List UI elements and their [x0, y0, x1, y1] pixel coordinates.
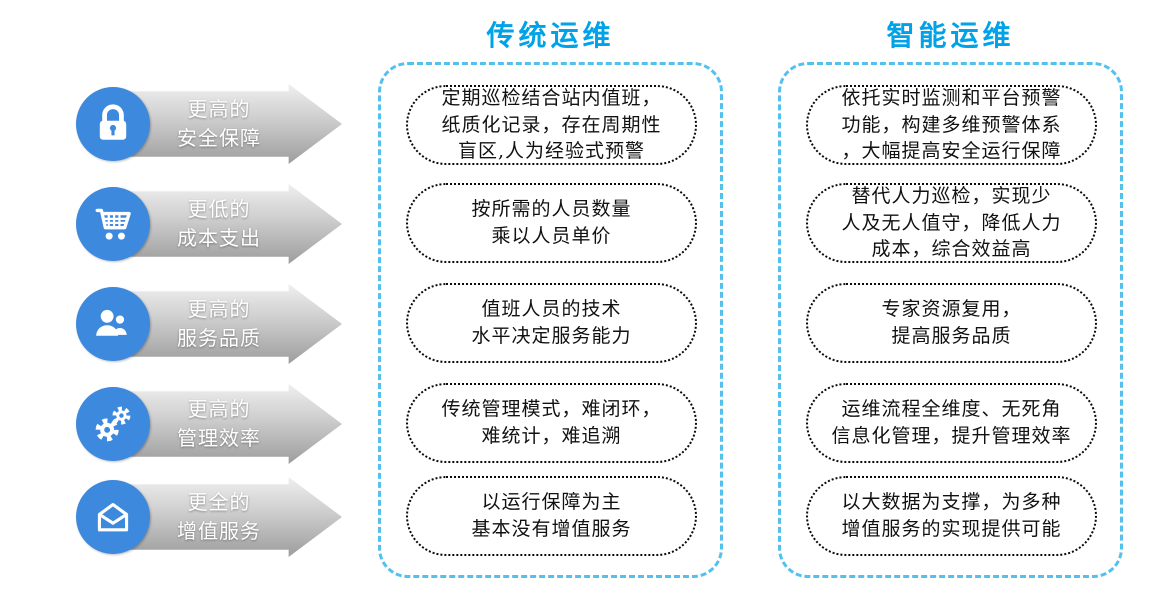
category-row-security: 更高的 安全保障 [76, 84, 342, 164]
smart-bubble-cost: 替代人力巡检，实现少 人及无人值守，降低人力 成本，综合效益高 [806, 183, 1097, 263]
category-row-value-added: 更全的 增值服务 [76, 477, 342, 557]
traditional-bubble-management: 传统管理模式，难闭环， 难统计，难追溯 [406, 383, 697, 463]
category-row-management: 更高的 管理效率 [76, 384, 342, 464]
traditional-bubble-service: 值班人员的技术 水平决定服务能力 [406, 283, 697, 363]
lock-icon [76, 87, 150, 161]
mail-icon [76, 480, 150, 554]
cart-icon [76, 187, 150, 261]
traditional-column-title: 传统运维 [486, 19, 615, 52]
smart-bubble-value-added: 以大数据为支撑，为多种 增值服务的实现提供可能 [806, 476, 1097, 556]
category-label: 更高的 管理效率 [177, 397, 261, 450]
smart-bubble-management: 运维流程全维度、无死角 信息化管理，提升管理效率 [806, 383, 1097, 463]
traditional-column-container: 定期巡检结合站内值班， 纸质化记录，存在周期性 盲区,人为经验式预警 按所需的人… [378, 62, 723, 578]
category-row-service: 更高的 服务品质 [76, 284, 342, 364]
gears-icon [76, 387, 150, 461]
category-label: 更高的 安全保障 [177, 97, 261, 150]
smart-bubble-service: 专家资源复用， 提高服务品质 [806, 283, 1097, 363]
traditional-bubble-cost: 按所需的人员数量 乘以人员单价 [406, 183, 697, 263]
category-label: 更全的 增值服务 [177, 490, 261, 543]
category-label: 更低的 成本支出 [177, 197, 261, 250]
traditional-bubble-security: 定期巡检结合站内值班， 纸质化记录，存在周期性 盲区,人为经验式预警 [406, 85, 697, 165]
category-label: 更高的 服务品质 [177, 297, 261, 350]
smart-column-title: 智能运维 [886, 19, 1015, 52]
traditional-bubble-value-added: 以运行保障为主 基本没有增值服务 [406, 476, 697, 556]
category-arrow: 更高的 管理效率 [110, 384, 342, 464]
users-icon [76, 287, 150, 361]
smart-bubble-security: 依托实时监测和平台预警 功能，构建多维预警体系 ，大幅提高安全运行保障 [806, 85, 1097, 165]
smart-column-container: 依托实时监测和平台预警 功能，构建多维预警体系 ，大幅提高安全运行保障 替代人力… [778, 62, 1123, 578]
category-row-cost: 更低的 成本支出 [76, 184, 342, 264]
